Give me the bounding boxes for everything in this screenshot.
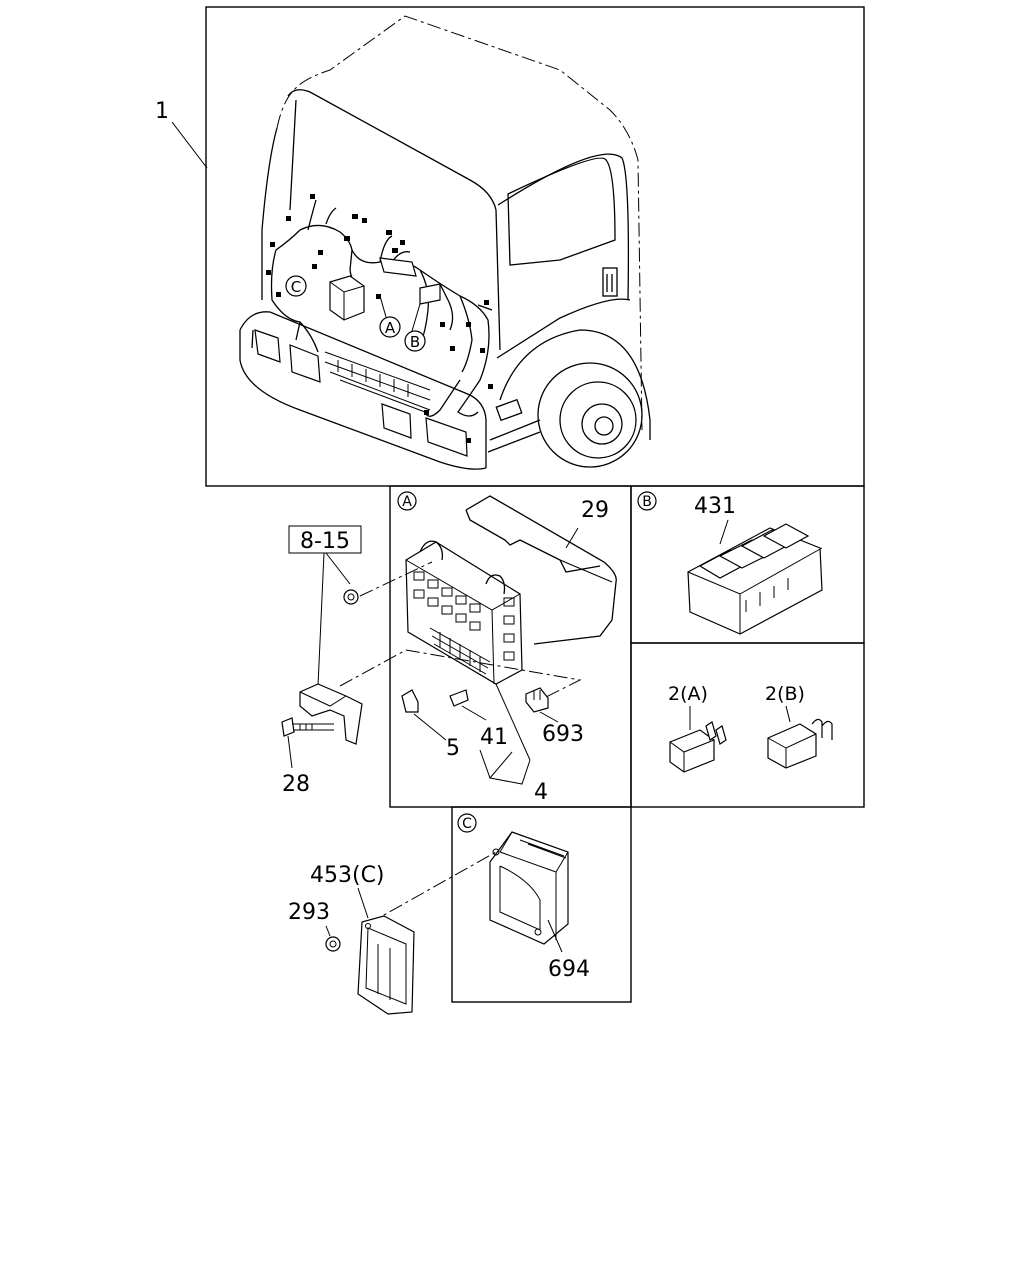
cab-marker-c: C: [285, 275, 307, 297]
callout-2a: 2(A): [668, 683, 708, 705]
detail-a-marker: A: [397, 491, 417, 511]
callout-453c: 453(C): [310, 863, 385, 888]
callout-4: 4: [534, 780, 548, 805]
harness-connectors: [266, 194, 493, 443]
callout-28: 28: [282, 772, 310, 797]
callout-8-15-box: 8-15: [288, 525, 362, 554]
callout-2b: 2(B): [765, 683, 805, 705]
detail-c-frame: [451, 806, 632, 1003]
callout-41: 41: [480, 725, 508, 750]
detail-c-marker: C: [457, 813, 477, 833]
bracket-assembly: 8-15 28: [281, 525, 363, 797]
svg-text:C: C: [291, 278, 301, 296]
svg-text:A: A: [402, 494, 412, 510]
callout-293: 293: [288, 900, 330, 925]
detail-b: B 431: [637, 491, 823, 635]
callout-1: 1: [155, 99, 208, 169]
panel-frames: [205, 6, 865, 1003]
svg-text:C: C: [462, 816, 472, 832]
detail-b-marker: B: [637, 491, 657, 511]
callout-431: 431: [694, 494, 736, 519]
detail-c: C 694: [457, 813, 590, 982]
callout-693: 693: [542, 722, 584, 747]
cab-marker-a: A: [379, 316, 401, 338]
svg-text:1: 1: [155, 99, 169, 124]
detail-relays: 2(A) 2(B): [668, 683, 833, 773]
callout-694: 694: [548, 957, 590, 982]
detail-relays-frame: [630, 642, 865, 808]
callout-5: 5: [446, 736, 460, 761]
cab-marker-b: B: [404, 330, 426, 352]
svg-text:A: A: [385, 319, 396, 337]
svg-text:B: B: [410, 333, 420, 351]
detail-a: A: [339, 491, 617, 805]
svg-text:B: B: [642, 494, 652, 510]
callout-29: 29: [581, 498, 609, 523]
fuse-slots: [413, 571, 515, 661]
truck-cab-drawing: C A B: [239, 15, 651, 470]
main-view-frame: [205, 6, 865, 487]
svg-text:8-15: 8-15: [300, 529, 350, 554]
ecu-assembly: 453(C) 293: [288, 851, 497, 1015]
